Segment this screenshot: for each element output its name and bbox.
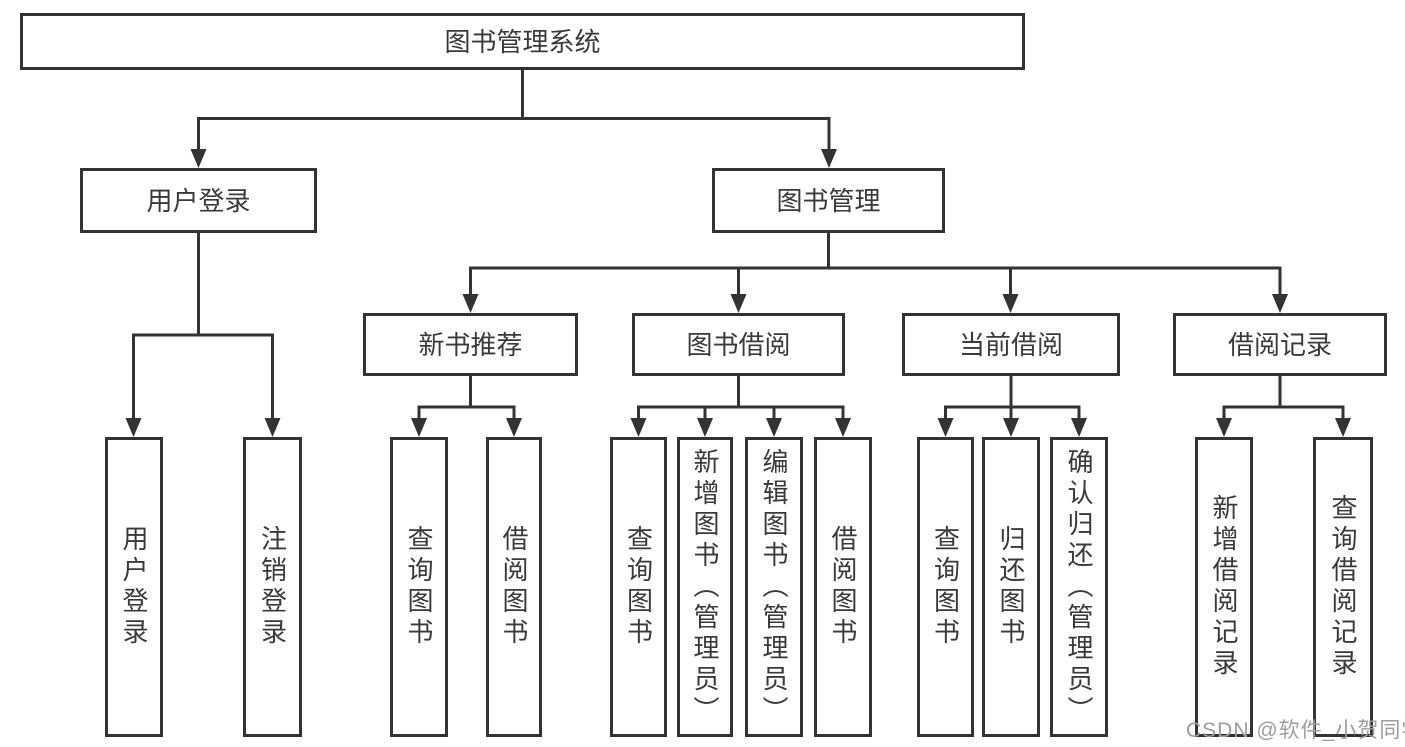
node-borrow-record: 借阅记录 (1173, 313, 1387, 376)
node-user-login: 用户登录 (80, 168, 317, 233)
leaf-logout: 注销登录 (243, 437, 302, 737)
leaf-borrow-query: 查询图书 (610, 437, 667, 737)
leaf-borrow-book: 借阅图书 (814, 437, 872, 737)
node-book-borrow: 图书借阅 (632, 313, 845, 376)
node-new-book-recommend: 新书推荐 (363, 313, 578, 376)
leaf-record-query: 查询借阅记录 (1313, 437, 1373, 737)
leaf-current-query: 查询图书 (917, 437, 974, 737)
csdn-watermark: CSDN @软件_小贺同学 (1186, 719, 1405, 742)
leaf-user-login: 用户登录 (105, 437, 163, 737)
leaf-borrow-edit-admin: 编辑图书（管理员） (745, 437, 803, 737)
leaf-newbook-borrow: 借阅图书 (486, 437, 542, 737)
node-book-management: 图书管理 (712, 168, 945, 233)
node-current-borrow: 当前借阅 (902, 313, 1120, 376)
node-root: 图书管理系统 (20, 13, 1025, 70)
connector-lines (132, 70, 1345, 422)
leaf-borrow-add-admin: 新增图书（管理员） (677, 437, 733, 737)
leaf-newbook-query: 查询图书 (390, 437, 448, 737)
leaf-current-return: 归还图书 (982, 437, 1040, 737)
leaf-current-confirm-admin: 确认归还（管理员） (1050, 437, 1108, 737)
leaf-record-add: 新增借阅记录 (1195, 437, 1253, 737)
